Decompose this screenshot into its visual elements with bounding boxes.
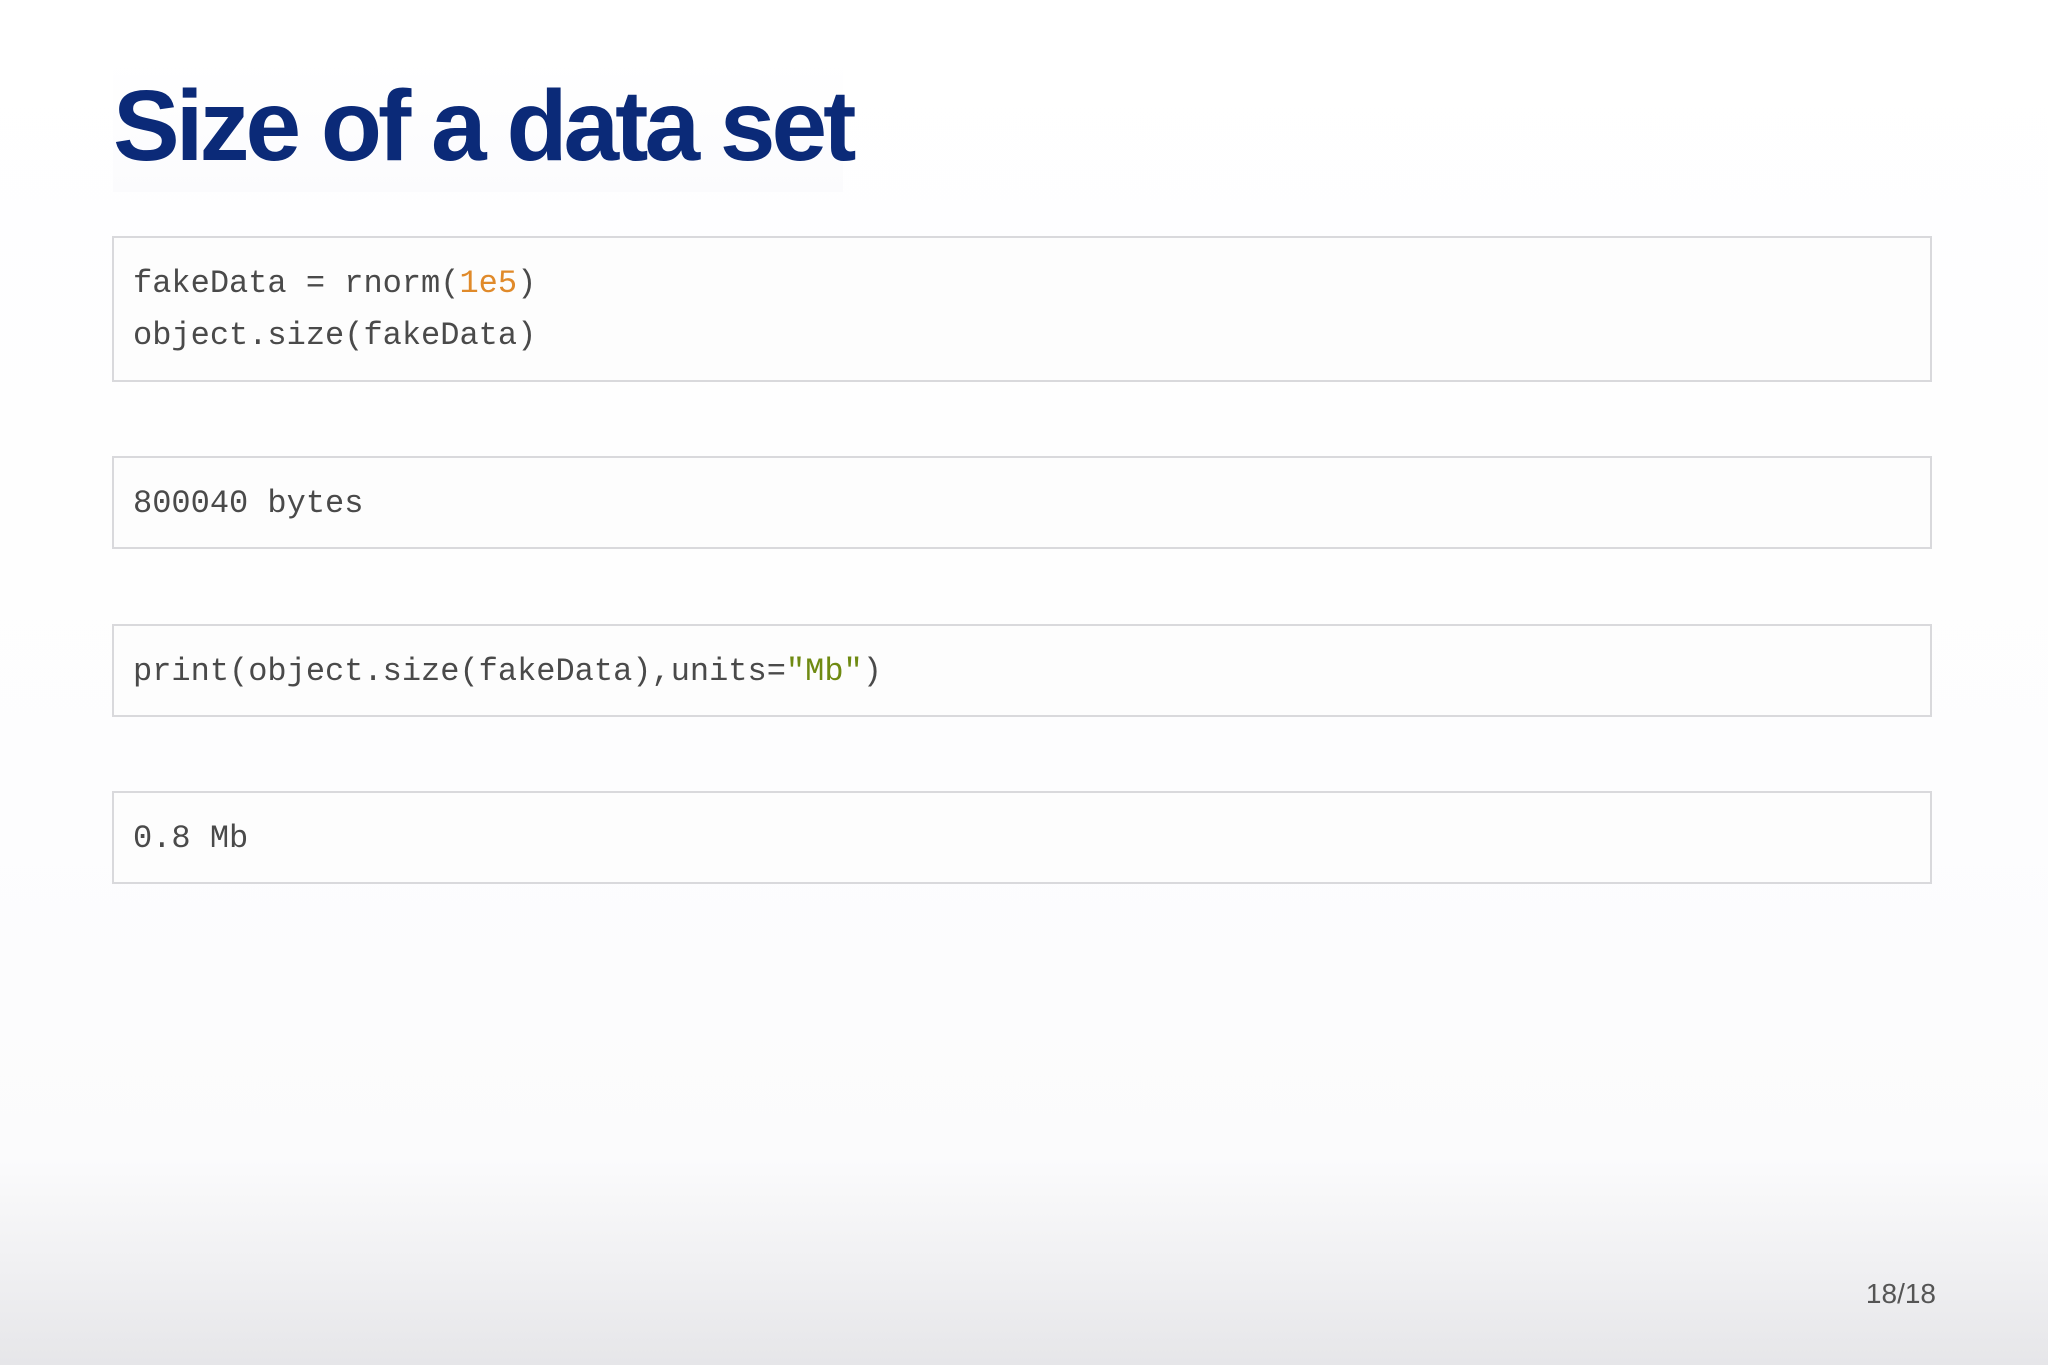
output-text: 0.8 Mb xyxy=(133,820,249,857)
output-text: 800040 bytes xyxy=(133,485,364,522)
code-line-fakedata: fakeData = rnorm(1e5) xyxy=(133,258,1911,310)
code-text: fakeData = rnorm( xyxy=(133,265,460,302)
slide-title: Size of a data set xyxy=(113,70,856,182)
output-block-mb: 0.8 Mb xyxy=(112,791,1932,884)
code-text: print(object.size(fakeData),units= xyxy=(133,653,786,690)
title-background xyxy=(113,60,843,192)
code-line-print: print(object.size(fakeData),units="Mb") xyxy=(133,646,1911,698)
code-line-object-size: object.size(fakeData) xyxy=(133,317,537,354)
code-text: ) xyxy=(517,265,537,302)
page-number: 18/18 xyxy=(1865,1278,1936,1309)
string-literal: "Mb" xyxy=(785,653,863,690)
code-text: ) xyxy=(862,653,882,690)
code-block-print: print(object.size(fakeData),units="Mb") xyxy=(112,624,1932,717)
number-literal: 1e5 xyxy=(459,265,518,302)
output-block-bytes: 800040 bytes xyxy=(112,456,1932,549)
code-block-rnorm: fakeData = rnorm(1e5) object.size(fakeDa… xyxy=(112,236,1932,382)
